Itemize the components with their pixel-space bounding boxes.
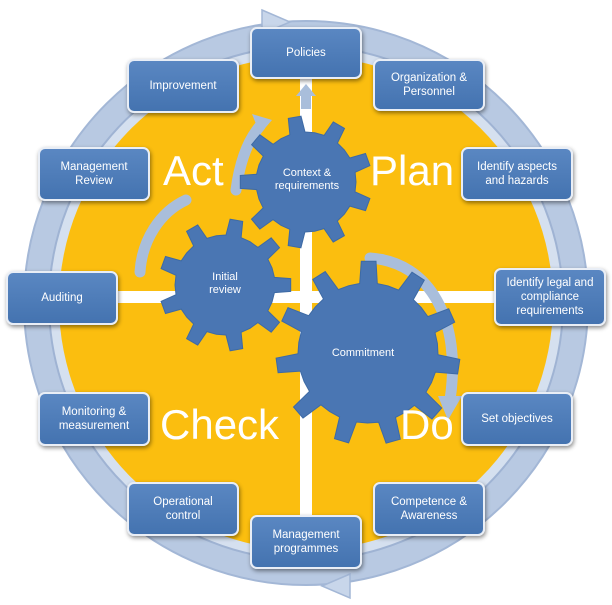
gear-label-initial: Initial review <box>209 271 241 296</box>
box-management-programmes: Management programmes <box>250 515 362 569</box>
box-auditing: Auditing <box>6 271 118 325</box>
gear-initial-review <box>160 218 292 352</box>
flow-arrowhead-context <box>252 114 272 134</box>
box-competence-awareness: Competence & Awareness <box>373 482 485 536</box>
quadrant-label-do: Do <box>400 401 454 448</box>
box-organization-personnel: Organization & Personnel <box>373 59 485 111</box>
box-policies: Policies <box>250 27 362 79</box>
quadrant-label-act: Act <box>163 147 224 194</box>
box-operational-control: Operational control <box>127 482 239 536</box>
flow-arrow-act-to-context <box>230 120 266 196</box>
box-monitoring-measurement: Monitoring & measurement <box>38 392 150 446</box>
gear-context <box>239 115 371 249</box>
flow-arrowhead-do <box>438 396 462 420</box>
quadrant-label-check: Check <box>160 401 280 448</box>
box-identify-legal: Identify legal and compliance requiremen… <box>494 268 606 326</box>
gear-label-commitment: Commitment <box>331 346 395 359</box>
gear-label-context: Context & requirements <box>274 167 340 192</box>
box-improvement: Improvement <box>127 59 239 113</box>
box-management-review: Management Review <box>38 147 150 201</box>
quadrant-label-plan: Plan <box>370 147 455 194</box>
horizontal-divider <box>59 291 553 303</box>
box-set-objectives: Set objectives <box>461 392 573 446</box>
flow-arrow-initial-to-act <box>134 194 192 278</box>
up-arrow-shaft <box>301 95 311 109</box>
up-arrowhead-policies <box>296 84 316 96</box>
gear-commitment <box>275 260 461 444</box>
ring-arrowhead-bottom <box>320 572 351 600</box>
box-identify-aspects: Identify aspects and hazards <box>461 147 573 201</box>
